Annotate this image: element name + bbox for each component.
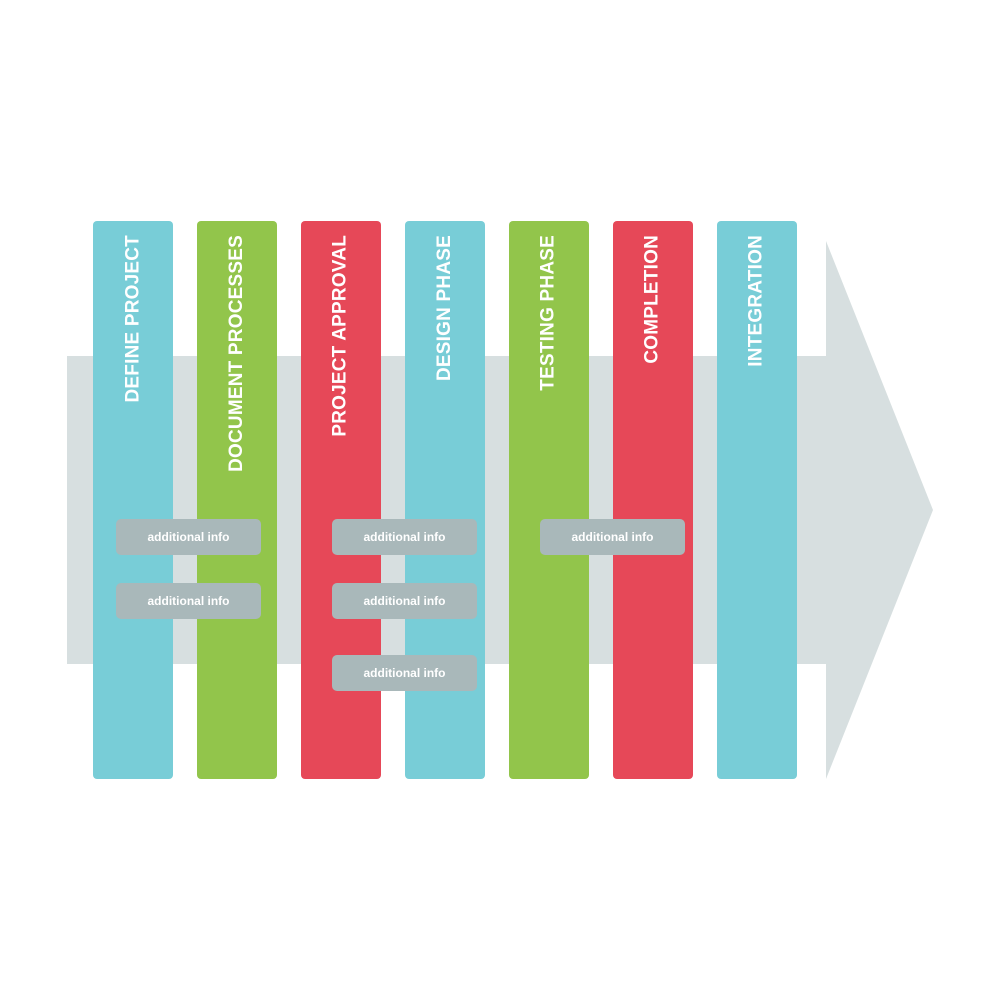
arrow-head [826, 241, 933, 779]
column-project-approval: PROJECT APPROVAL [301, 221, 381, 779]
column-label: INTEGRATION [746, 235, 767, 367]
info-box: additional info [332, 655, 477, 691]
column-label: COMPLETION [642, 235, 663, 364]
column-testing-phase: TESTING PHASE [509, 221, 589, 779]
info-box: additional info [116, 519, 261, 555]
column-label: DOCUMENT PROCESSES [226, 235, 247, 472]
info-box: additional info [332, 583, 477, 619]
column-integration: INTEGRATION [717, 221, 797, 779]
column-label: PROJECT APPROVAL [330, 235, 351, 437]
column-label: TESTING PHASE [538, 235, 559, 391]
info-box: additional info [332, 519, 477, 555]
info-box: additional info [540, 519, 685, 555]
column-label: DESIGN PHASE [434, 235, 455, 381]
info-box: additional info [116, 583, 261, 619]
column-design-phase: DESIGN PHASE [405, 221, 485, 779]
column-completion: COMPLETION [613, 221, 693, 779]
column-define-project: DEFINE PROJECT [93, 221, 173, 779]
column-document-processes: DOCUMENT PROCESSES [197, 221, 277, 779]
column-label: DEFINE PROJECT [122, 235, 143, 403]
